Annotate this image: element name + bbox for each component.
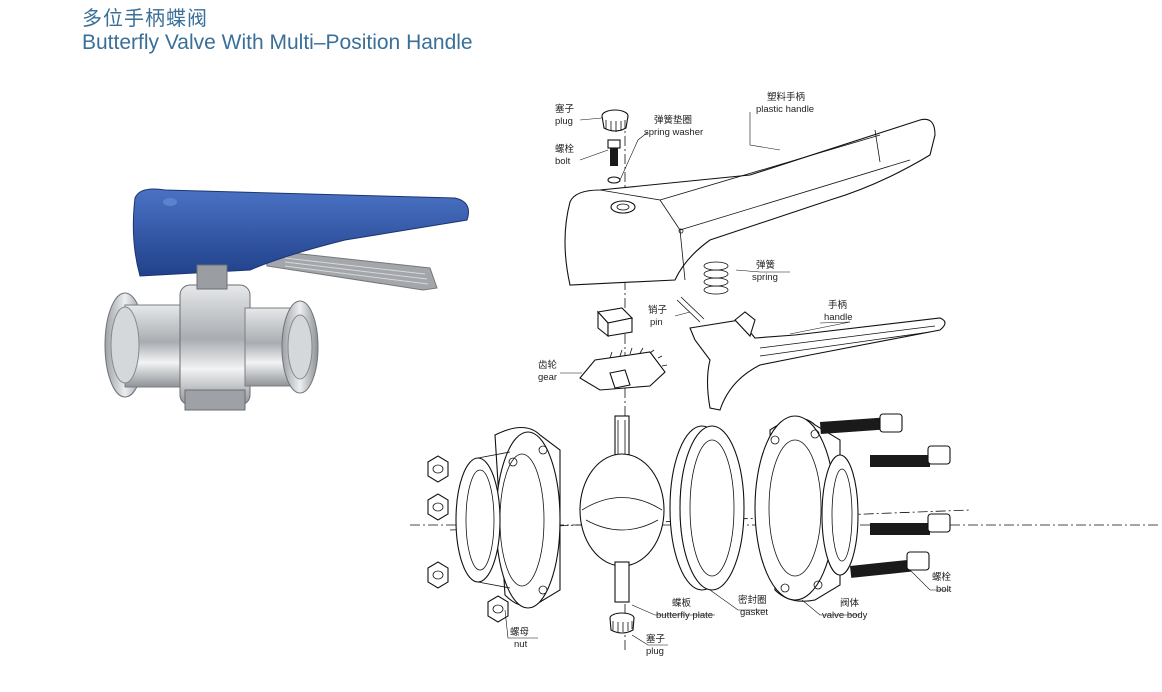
svg-text:螺母: 螺母 (510, 627, 529, 638)
svg-text:蝶板: 蝶板 (672, 597, 692, 609)
butterfly-plate-part (579, 415, 665, 603)
product-photo (104, 188, 469, 411)
label-pin: 销子 pin (648, 304, 668, 328)
svg-text:手柄: 手柄 (828, 299, 847, 311)
svg-text:plug: plug (646, 646, 664, 657)
svg-text:bolt: bolt (555, 156, 571, 167)
label-spring-washer: 弹簧垫圈 spring washer (644, 114, 703, 138)
bolts-right-part (819, 413, 951, 578)
svg-text:螺栓: 螺栓 (932, 571, 952, 583)
label-spring: 弹簧 spring (752, 259, 778, 283)
svg-text:gasket: gasket (740, 607, 768, 618)
plug-bottom-part (609, 612, 635, 634)
left-flange-part (455, 426, 561, 609)
plastic-handle-part (564, 118, 936, 286)
valve-body-part (754, 415, 859, 602)
lever-handle-part (689, 311, 946, 411)
svg-text:塑料手柄: 塑料手柄 (767, 91, 805, 103)
spring-part (703, 261, 729, 295)
svg-text:pin: pin (650, 317, 663, 328)
svg-text:spring: spring (752, 272, 778, 283)
svg-text:gear: gear (538, 372, 557, 383)
svg-text:bolt: bolt (936, 584, 952, 595)
label-handle: 手柄 handle (824, 299, 853, 323)
svg-text:nut: nut (514, 639, 528, 650)
label-valve-body: 阀体 valve body (822, 597, 868, 621)
plug-top-part (601, 109, 629, 132)
svg-text:密封圈: 密封圈 (738, 594, 767, 606)
nuts-left-part (427, 455, 509, 623)
gasket-part (669, 425, 745, 591)
label-butterfly-plate: 蝶板 butterfly plate (656, 597, 713, 621)
svg-text:塞子: 塞子 (646, 633, 666, 645)
svg-text:弹簧垫圈: 弹簧垫圈 (654, 114, 692, 126)
svg-text:handle: handle (824, 312, 853, 323)
label-gear: 齿轮 gear (538, 359, 558, 383)
pin-part (676, 296, 705, 323)
exploded-diagram: 塞子 plug 螺栓 bolt 弹簧垫圈 spring washer 塑料手柄 … (410, 91, 1160, 657)
label-nut: 螺母 nut (510, 627, 529, 650)
svg-text:弹簧: 弹簧 (756, 259, 776, 271)
label-gasket: 密封圈 gasket (738, 594, 768, 618)
svg-text:阀体: 阀体 (840, 597, 860, 609)
gear-part (579, 347, 668, 391)
label-plug-top: 塞子 plug (555, 103, 575, 127)
svg-text:valve body: valve body (822, 610, 868, 621)
page-title-chinese: 多位手柄蝶阀 (82, 6, 208, 30)
svg-text:齿轮: 齿轮 (538, 359, 558, 371)
page-title-english: Butterfly Valve With Multi–Position Hand… (82, 31, 473, 54)
spring-washer-part (607, 176, 621, 184)
label-bolt-top: 螺栓 bolt (555, 143, 575, 167)
svg-text:spring washer: spring washer (644, 127, 703, 138)
svg-text:销子: 销子 (648, 304, 668, 316)
svg-text:螺栓: 螺栓 (555, 143, 575, 155)
svg-text:塞子: 塞子 (555, 103, 575, 115)
svg-text:butterfly plate: butterfly plate (656, 610, 713, 621)
bolt-top-part (607, 139, 621, 166)
square-nut-part (596, 307, 634, 338)
svg-text:plastic handle: plastic handle (756, 104, 814, 115)
label-plug-bottom: 塞子 plug (646, 633, 666, 657)
label-bolt-right: 螺栓 bolt (932, 571, 952, 595)
svg-text:plug: plug (555, 116, 573, 127)
label-plastic-handle: 塑料手柄 plastic handle (756, 91, 814, 115)
